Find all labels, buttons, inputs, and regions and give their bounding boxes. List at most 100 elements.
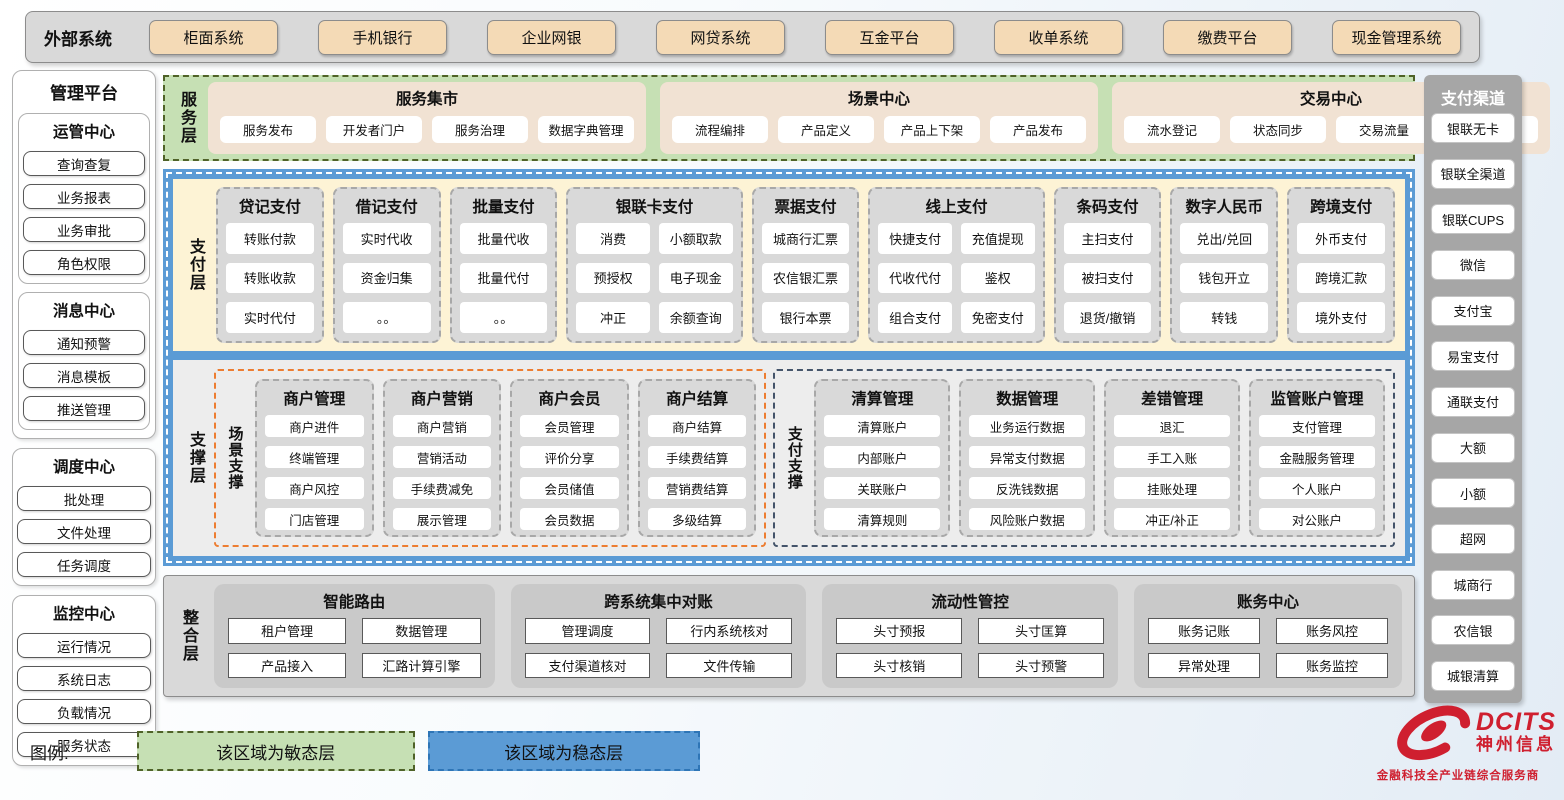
- external-system-box: 收单系统: [994, 19, 1123, 55]
- payment-item-box: 鉴权: [961, 262, 1035, 294]
- payment-column-title: 跨境支付: [1310, 199, 1373, 216]
- payment-item-box: 退货/撤销: [1063, 302, 1152, 333]
- integration-item-box: 头寸核销: [836, 652, 963, 678]
- support-item-box: 门店管理: [265, 508, 364, 530]
- support-column-items: 业务运行数据异常支付数据反洗钱数据风险账户数据: [969, 415, 1086, 530]
- mgmt-item-box: 通知预警: [23, 330, 145, 355]
- management-platform-title: 管理平台: [50, 84, 118, 103]
- channel-box: 微信: [1431, 249, 1515, 280]
- payment-column-items: 兑出/兑回钱包开立转钱: [1180, 223, 1269, 333]
- service-item-box: 服务发布: [220, 116, 316, 143]
- integration-item-box: 数据管理: [362, 618, 481, 644]
- scene-support-columns: 商户管理商户进件终端管理商户风控门店管理商户营销商户营销营销活动手续费减免展示管…: [255, 379, 757, 537]
- service-item-box: 开发者门户: [326, 116, 422, 143]
- support-item-box: 清算账户: [824, 415, 941, 437]
- channel-box: 易宝支付: [1431, 341, 1515, 372]
- integration-item-box: 文件传输: [666, 652, 793, 678]
- mgmt-item-box: 服务状态: [17, 732, 151, 757]
- payment-item-box: 外币支付: [1297, 223, 1385, 254]
- payment-column-title: 批量支付: [472, 199, 535, 216]
- integration-layer-label: 整合层: [180, 609, 197, 663]
- integration-panel-items: 账务记账账务风控异常处理账务监控: [1148, 618, 1388, 678]
- support-column: 商户管理商户进件终端管理商户风控门店管理: [255, 379, 374, 537]
- support-column: 清算管理清算账户内部账户关联账户清算规则: [814, 379, 951, 537]
- payment-item-box: 代收代付: [878, 262, 952, 294]
- logo-row: DCITS 神州信息: [1360, 703, 1556, 763]
- payment-channels-title: 支付渠道: [1440, 91, 1505, 108]
- external-system-box: 缴费平台: [1163, 19, 1292, 55]
- payment-support-columns: 清算管理清算账户内部账户关联账户清算规则数据管理业务运行数据异常支付数据反洗钱数…: [814, 379, 1386, 537]
- payment-column-title: 数字人民币: [1185, 199, 1264, 216]
- integration-panel-title: 账务中心: [1237, 594, 1300, 611]
- external-system-box: 网贷系统: [656, 19, 785, 55]
- support-item-box: 风险账户数据: [969, 508, 1086, 530]
- payment-column: 借记支付实时代收资金归集。。: [332, 187, 441, 343]
- support-column: 监管账户管理支付管理金融服务管理个人账户对公账户: [1249, 379, 1386, 537]
- support-item-box: 手续费结算: [647, 446, 747, 468]
- integration-panel-items: 管理调度行内系统核对支付渠道核对文件传输: [524, 618, 793, 678]
- external-system-box: 手机银行: [318, 19, 447, 55]
- logo-cn-text: 神州信息: [1476, 735, 1556, 755]
- support-column: 数据管理业务运行数据异常支付数据反洗钱数据风险账户数据: [959, 379, 1096, 537]
- integration-panels: 智能路由租户管理数据管理产品接入汇路计算引擎跨系统集中对账管理调度行内系统核对支…: [214, 584, 1402, 688]
- channel-box: 银联CUPS: [1431, 204, 1515, 235]
- support-column: 商户营销商户营销营销活动手续费减免展示管理: [382, 379, 502, 537]
- service-panel-items: 流程编排产品定义产品上下架产品发布: [672, 113, 1086, 146]
- support-column: 商户会员会员管理评价分享会员储值会员数据: [510, 379, 629, 537]
- payment-column-title: 票据支付: [774, 199, 837, 216]
- support-item-box: 业务运行数据: [969, 415, 1086, 437]
- support-item-box: 商户营销: [392, 415, 492, 437]
- payment-item-box: 城商行汇票: [761, 223, 850, 254]
- channel-box: 大额: [1431, 432, 1515, 463]
- management-box: 管理平台 运管中心查询查复业务报表业务审批角色权限消息中心通知预警消息模板推送管…: [12, 70, 156, 439]
- support-item-box: 关联账户: [824, 477, 941, 499]
- payment-item-box: 预授权: [576, 262, 650, 294]
- mgmt-item-box: 业务审批: [23, 217, 145, 242]
- support-item-box: 展示管理: [392, 508, 492, 530]
- payment-column: 票据支付城商行汇票农信银汇票银行本票: [751, 187, 860, 343]
- support-column-items: 商户进件终端管理商户风控门店管理: [265, 415, 364, 530]
- support-item-box: 营销费结算: [647, 477, 747, 499]
- service-item-box: 产品上下架: [884, 116, 980, 143]
- payment-column-title: 线上支付: [925, 199, 988, 216]
- mgmt-item-box: 批处理: [17, 486, 151, 511]
- payment-layer: 支付层 贷记支付转账付款转账收款实时代付借记支付实时代收资金归集。。批量支付批量…: [173, 179, 1405, 351]
- payment-column-items: 转账付款转账收款实时代付: [226, 223, 314, 333]
- support-layer: 支撑层 场景支撑 商户管理商户进件终端管理商户风控门店管理商户营销商户营销营销活…: [173, 360, 1405, 556]
- center-column: 服务层 服务集市服务发布开发者门户服务治理数据字典管理场景中心流程编排产品定义产…: [163, 75, 1550, 697]
- payment-column: 批量支付批量代收批量代付。。: [449, 187, 558, 343]
- payment-item-box: 批量代收: [459, 223, 548, 254]
- external-system-box: 企业网银: [487, 19, 616, 55]
- payment-column-items: 外币支付跨境汇款境外支付: [1297, 223, 1385, 333]
- mgmt-group-title: 监控中心: [52, 606, 115, 623]
- legend: 图例: 该区域为敏态层 该区域为稳态层: [30, 731, 700, 771]
- payment-item-box: 余额查询: [658, 302, 733, 333]
- integration-panel-items: 租户管理数据管理产品接入汇路计算引擎: [228, 618, 481, 678]
- payment-column-items: 批量代收批量代付。。: [459, 223, 548, 333]
- scene-support-label: 场景支撑: [226, 426, 244, 490]
- support-item-box: 会员储值: [520, 477, 619, 499]
- payment-column-items: 城商行汇票农信银汇票银行本票: [761, 223, 850, 333]
- support-column-items: 退汇手工入账挂账处理冲正/补正: [1114, 415, 1231, 530]
- payment-item-box: 批量代付: [459, 262, 548, 294]
- support-item-box: 会员管理: [520, 415, 619, 437]
- support-column: 差错管理退汇手工入账挂账处理冲正/补正: [1104, 379, 1241, 537]
- dcits-swirl-icon: [1397, 705, 1471, 761]
- integration-panel-title: 流动性管控: [931, 594, 1009, 611]
- mgmt-item-box: 系统日志: [17, 666, 151, 691]
- support-column-items: 商户结算手续费结算营销费结算多级结算: [647, 415, 747, 530]
- integration-item-box: 头寸预警: [978, 652, 1105, 678]
- service-panel: 场景中心流程编排产品定义产品上下架产品发布: [660, 82, 1098, 154]
- logo-text: DCITS 神州信息: [1476, 710, 1556, 755]
- external-systems-list: 柜面系统手机银行企业网银网贷系统互金平台收单系统缴费平台现金管理系统: [149, 19, 1461, 55]
- logo-dcits-text: DCITS: [1476, 708, 1556, 737]
- payment-item-box: 充值提现: [961, 223, 1035, 254]
- service-layer-label: 服务层: [178, 91, 195, 145]
- payment-column: 银联卡支付消费小额取款预授权电子现金冲正余额查询: [566, 187, 743, 343]
- support-column-title: 数据管理: [996, 391, 1059, 408]
- payment-item-box: 被扫支付: [1063, 262, 1152, 294]
- service-item-box: 产品发布: [990, 116, 1086, 143]
- channel-box: 银联全渠道: [1431, 158, 1515, 189]
- integration-item-box: 租户管理: [228, 618, 347, 644]
